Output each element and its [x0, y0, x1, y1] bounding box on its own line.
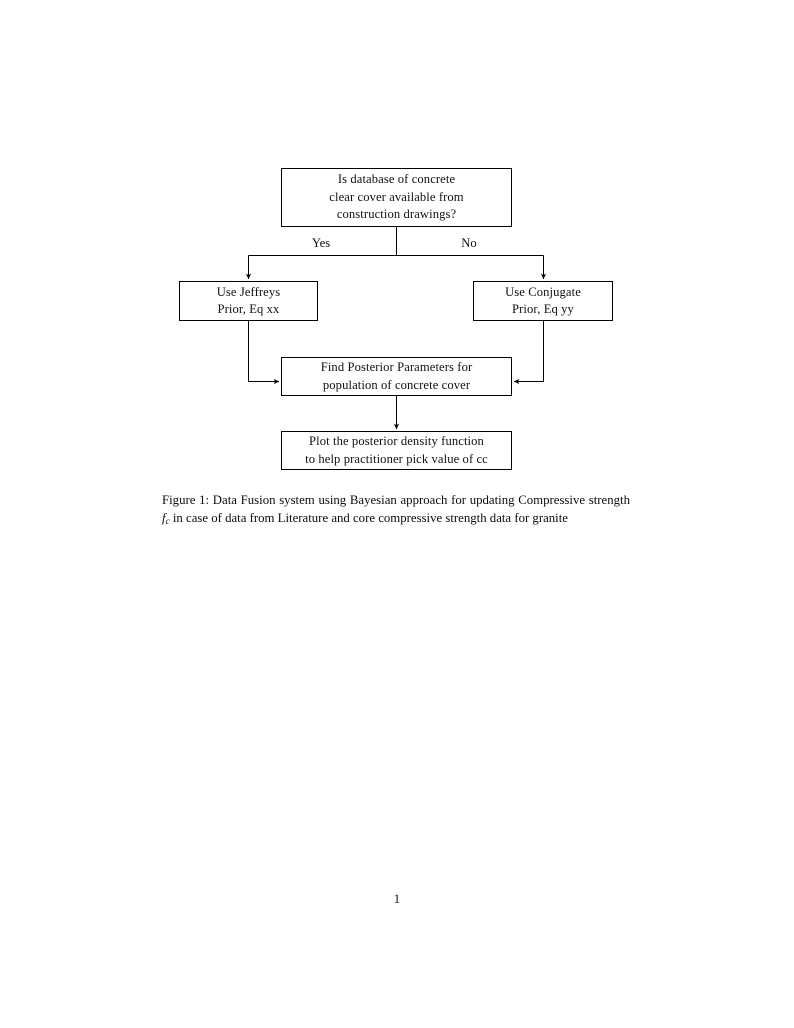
flow-node-question-line-3: construction drawings? [336, 207, 457, 222]
flow-node-jeffreys-line-1: Use Jeffreys [216, 284, 281, 299]
figure-caption-math-subscript: c [165, 515, 170, 526]
flow-node-question-line-1: Is database of concrete [337, 172, 456, 187]
figure-caption-text-part1: Data Fusion system using Bayesian approa… [209, 493, 630, 507]
edge-label-yes: Yes [311, 236, 331, 250]
flow-node-plot-posterior-density: Plot the posterior density function to h… [281, 431, 512, 470]
flow-node-conjugate-line-1: Use Conjugate [505, 284, 581, 299]
flow-node-conjugate-prior: Use Conjugate Prior, Eq yy [473, 281, 613, 321]
edge-conjugate-to-posterior [513, 321, 544, 385]
flow-node-posterior-line-1: Find Posterior Parameters for [320, 360, 473, 374]
figure-caption-text-part2: in case of data from Literature and core… [169, 510, 568, 525]
figure-flowchart: Is database of concrete clear cover avai… [0, 0, 794, 480]
figure-caption-math-base: f [162, 510, 166, 525]
flow-node-jeffreys-line-2: Prior, Eq xx [217, 302, 280, 316]
flow-node-question-line-2: clear cover available from [329, 189, 464, 204]
flow-node-posterior-line-2: population of concrete cover [322, 377, 471, 392]
flow-node-jeffreys-prior: Use Jeffreys Prior, Eq xx [179, 281, 318, 321]
flow-node-question: Is database of concrete clear cover avai… [281, 168, 512, 227]
figure-caption: Figure 1: Data Fusion system using Bayes… [162, 492, 630, 530]
edge-label-no: No [461, 236, 477, 250]
flowchart-connectors [245, 227, 547, 430]
flow-node-plot-line-2: to help practitioner pick value of cc [305, 451, 488, 466]
page-number: 1 [393, 892, 401, 906]
flow-node-find-posterior-parameters: Find Posterior Parameters for population… [281, 357, 512, 396]
edge-jeffreys-to-posterior [248, 321, 280, 385]
flow-node-plot-line-1: Plot the posterior density function [309, 434, 484, 448]
figure-caption-math-fc: fc [162, 510, 170, 526]
flow-node-conjugate-line-2: Prior, Eq yy [512, 302, 574, 316]
figure-caption-label: Figure 1: [162, 493, 210, 507]
